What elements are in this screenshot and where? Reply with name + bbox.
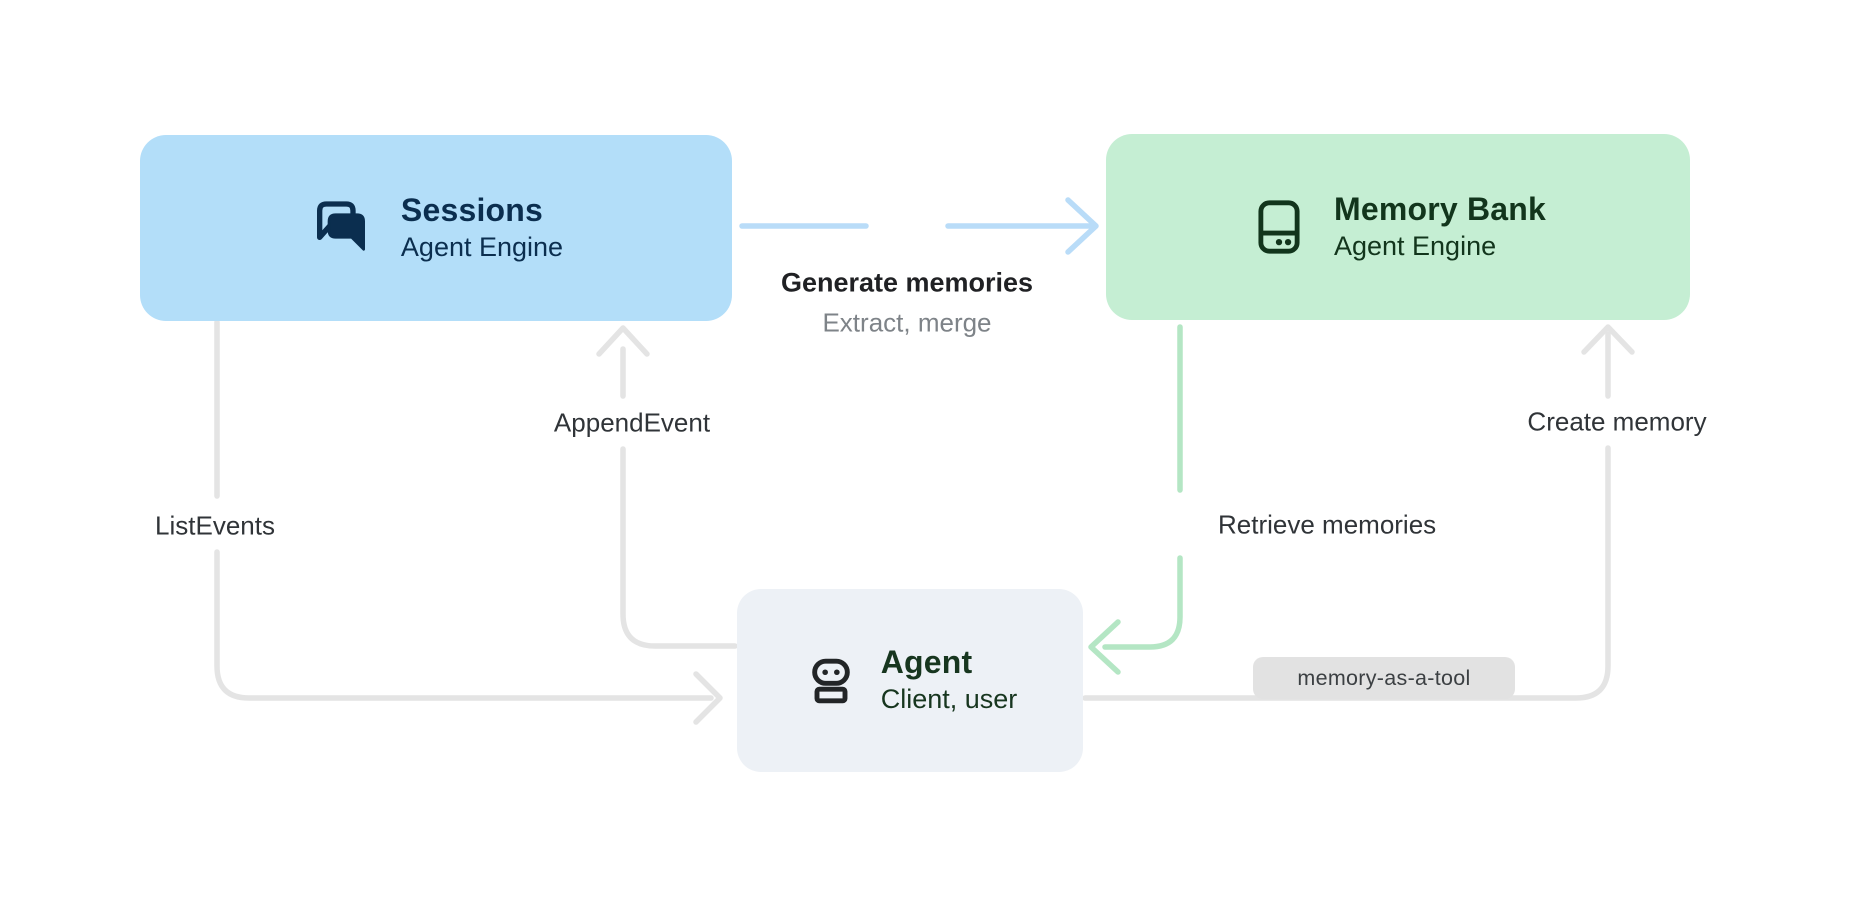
- append-event-label: AppendEvent: [553, 407, 711, 438]
- node-subtitle: Client, user: [880, 684, 1018, 715]
- retrieve-memories-label: Retrieve memories: [1218, 509, 1437, 540]
- node-subtitle: Agent Engine: [400, 231, 564, 262]
- node-agent: Agent Client, user: [737, 589, 1083, 772]
- sparkle-icon: [877, 196, 937, 256]
- node-subtitle: Agent Engine: [1333, 230, 1497, 261]
- chat-forum-icon: [316, 201, 365, 251]
- memory-storage-icon: [1258, 200, 1300, 254]
- generate-memories-label: Generate memories: [780, 267, 1034, 298]
- memory-as-a-tool-badge: memory-as-a-tool: [1253, 657, 1515, 699]
- robot-icon: [811, 658, 850, 703]
- list-events-arrow: [214, 319, 723, 725]
- generate-memories-sublabel: Extract, merge: [822, 307, 992, 338]
- list-events-label: ListEvents: [155, 510, 275, 541]
- sparkle-icon: [1150, 495, 1210, 555]
- node-sessions: Sessions Agent Engine: [140, 135, 732, 321]
- node-title: Memory Bank: [1333, 190, 1547, 227]
- generate-memories-arrow: [739, 196, 1099, 256]
- node-memory-bank: Memory Bank Agent Engine: [1106, 134, 1690, 320]
- node-title: Agent: [880, 644, 973, 681]
- node-title: Sessions: [400, 191, 544, 228]
- retrieve-memories-arrow: [1088, 324, 1210, 675]
- append-event-arrow: [596, 325, 738, 649]
- create-memory-label: Create memory: [1527, 406, 1707, 437]
